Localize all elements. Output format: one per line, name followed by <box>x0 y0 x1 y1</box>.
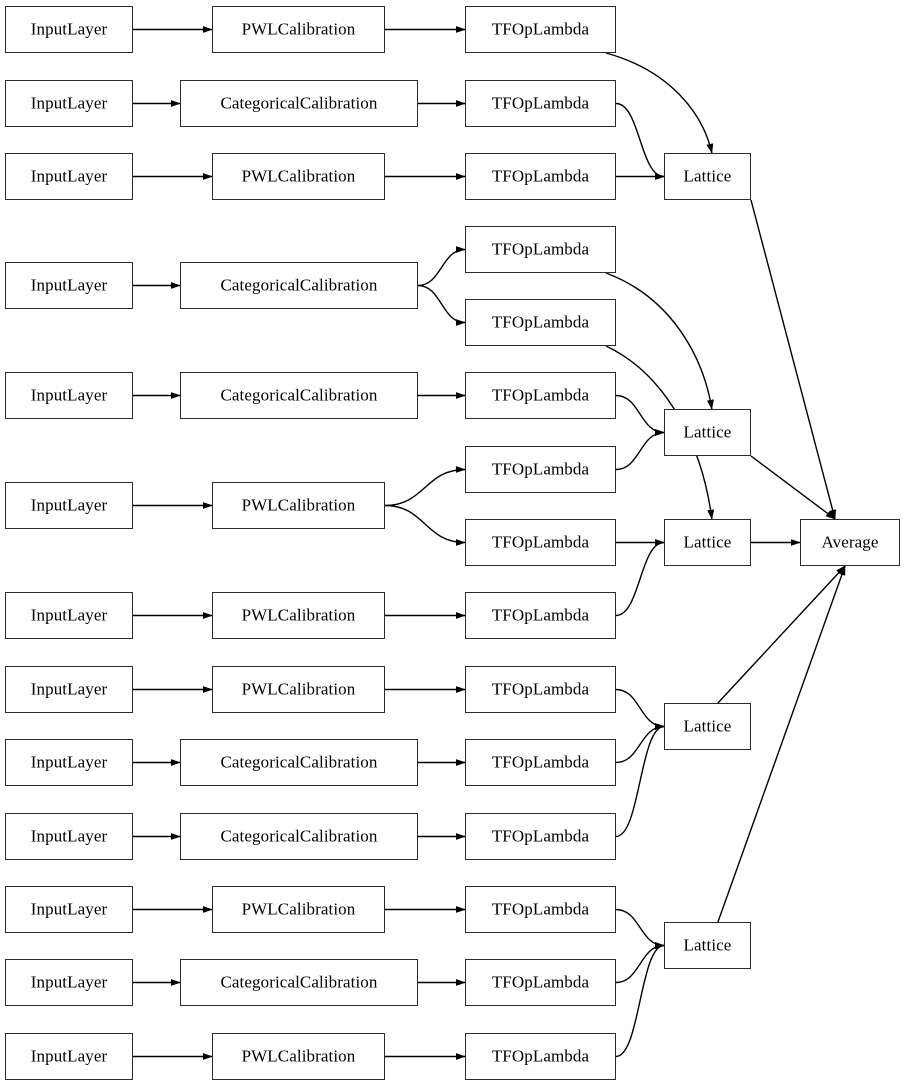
node-label: PWLCalibration <box>241 1046 356 1066</box>
node-label: TFOpLambda <box>491 239 590 259</box>
node-calib-cal3[interactable]: PWLCalibration <box>212 153 385 200</box>
node-input-in11[interactable]: InputLayer <box>5 886 133 933</box>
node-calib-cal11[interactable]: PWLCalibration <box>212 886 385 933</box>
node-input-in6[interactable]: InputLayer <box>5 482 133 529</box>
node-lambda-lam15[interactable]: TFOpLambda <box>465 1033 616 1080</box>
node-lambda-lam8[interactable]: TFOpLambda <box>465 519 616 566</box>
node-calib-cal1[interactable]: PWLCalibration <box>212 6 385 53</box>
node-input-in1[interactable]: InputLayer <box>5 6 133 53</box>
node-lambda-lam4[interactable]: TFOpLambda <box>465 226 616 273</box>
node-label: Lattice <box>683 532 732 552</box>
node-label: TFOpLambda <box>491 679 590 699</box>
node-label: TFOpLambda <box>491 166 590 186</box>
node-calib-cal9[interactable]: CategoricalCalibration <box>180 739 418 786</box>
node-label: TFOpLambda <box>491 19 590 39</box>
node-label: InputLayer <box>30 166 108 186</box>
node-calib-cal8[interactable]: PWLCalibration <box>212 666 385 713</box>
node-label: Average <box>821 532 879 552</box>
node-calib-cal2[interactable]: CategoricalCalibration <box>180 80 418 127</box>
node-label: TFOpLambda <box>491 1046 590 1066</box>
node-lattice-lat4[interactable]: Lattice <box>664 703 751 750</box>
node-input-in7[interactable]: InputLayer <box>5 592 133 639</box>
node-label: PWLCalibration <box>241 495 356 515</box>
node-calib-cal13[interactable]: PWLCalibration <box>212 1033 385 1080</box>
node-label: TFOpLambda <box>491 826 590 846</box>
node-label: Lattice <box>683 716 732 736</box>
node-lattice-lat5[interactable]: Lattice <box>664 922 751 969</box>
node-label: Lattice <box>683 935 732 955</box>
node-lattice-lat3[interactable]: Lattice <box>664 519 751 566</box>
node-label: InputLayer <box>30 1046 108 1066</box>
node-input-in9[interactable]: InputLayer <box>5 739 133 786</box>
node-label: InputLayer <box>30 495 108 515</box>
node-input-in8[interactable]: InputLayer <box>5 666 133 713</box>
node-lambda-lam14[interactable]: TFOpLambda <box>465 959 616 1006</box>
node-label: TFOpLambda <box>491 385 590 405</box>
node-label: TFOpLambda <box>491 312 590 332</box>
node-label: PWLCalibration <box>241 166 356 186</box>
node-lambda-lam1[interactable]: TFOpLambda <box>465 6 616 53</box>
node-label: Lattice <box>683 422 732 442</box>
node-label: InputLayer <box>30 679 108 699</box>
node-calib-cal6[interactable]: PWLCalibration <box>212 482 385 529</box>
node-calib-cal4[interactable]: CategoricalCalibration <box>180 262 418 309</box>
node-input-in4[interactable]: InputLayer <box>5 262 133 309</box>
node-input-in3[interactable]: InputLayer <box>5 153 133 200</box>
node-label: Lattice <box>683 166 732 186</box>
node-lambda-lam12[interactable]: TFOpLambda <box>465 813 616 860</box>
node-label: InputLayer <box>30 275 108 295</box>
node-calib-cal7[interactable]: PWLCalibration <box>212 592 385 639</box>
node-label: TFOpLambda <box>491 605 590 625</box>
node-lambda-lam7[interactable]: TFOpLambda <box>465 446 616 493</box>
node-average-avg[interactable]: Average <box>800 519 900 566</box>
node-label: InputLayer <box>30 899 108 919</box>
node-label: InputLayer <box>30 385 108 405</box>
node-label: TFOpLambda <box>491 459 590 479</box>
node-lambda-lam10[interactable]: TFOpLambda <box>465 666 616 713</box>
node-lambda-lam3[interactable]: TFOpLambda <box>465 153 616 200</box>
node-label: CategoricalCalibration <box>220 93 378 113</box>
node-label: PWLCalibration <box>241 605 356 625</box>
node-lambda-lam11[interactable]: TFOpLambda <box>465 739 616 786</box>
node-label: CategoricalCalibration <box>220 826 378 846</box>
node-lambda-lam9[interactable]: TFOpLambda <box>465 592 616 639</box>
node-calib-cal12[interactable]: CategoricalCalibration <box>180 959 418 1006</box>
node-calib-cal10[interactable]: CategoricalCalibration <box>180 813 418 860</box>
node-label: TFOpLambda <box>491 752 590 772</box>
node-label: TFOpLambda <box>491 532 590 552</box>
node-label: InputLayer <box>30 752 108 772</box>
node-label: InputLayer <box>30 605 108 625</box>
node-lattice-lat1[interactable]: Lattice <box>664 153 751 200</box>
node-label: CategoricalCalibration <box>220 385 378 405</box>
node-label: CategoricalCalibration <box>220 752 378 772</box>
node-lambda-lam13[interactable]: TFOpLambda <box>465 886 616 933</box>
node-label: InputLayer <box>30 972 108 992</box>
node-label: InputLayer <box>30 93 108 113</box>
node-label: InputLayer <box>30 826 108 846</box>
node-label: CategoricalCalibration <box>220 275 378 295</box>
node-input-in5[interactable]: InputLayer <box>5 372 133 419</box>
node-lattice-lat2[interactable]: Lattice <box>664 409 751 456</box>
node-calib-cal5[interactable]: CategoricalCalibration <box>180 372 418 419</box>
node-label: TFOpLambda <box>491 972 590 992</box>
node-input-in10[interactable]: InputLayer <box>5 813 133 860</box>
node-label: TFOpLambda <box>491 93 590 113</box>
node-input-in13[interactable]: InputLayer <box>5 1033 133 1080</box>
node-lambda-lam2[interactable]: TFOpLambda <box>465 80 616 127</box>
node-label: PWLCalibration <box>241 679 356 699</box>
node-input-in2[interactable]: InputLayer <box>5 80 133 127</box>
node-label: InputLayer <box>30 19 108 39</box>
node-lambda-lam6[interactable]: TFOpLambda <box>465 372 616 419</box>
node-label: CategoricalCalibration <box>220 972 378 992</box>
node-lambda-lam5[interactable]: TFOpLambda <box>465 299 616 346</box>
node-label: TFOpLambda <box>491 899 590 919</box>
node-input-in12[interactable]: InputLayer <box>5 959 133 1006</box>
node-label: PWLCalibration <box>241 899 356 919</box>
node-label: PWLCalibration <box>241 19 356 39</box>
